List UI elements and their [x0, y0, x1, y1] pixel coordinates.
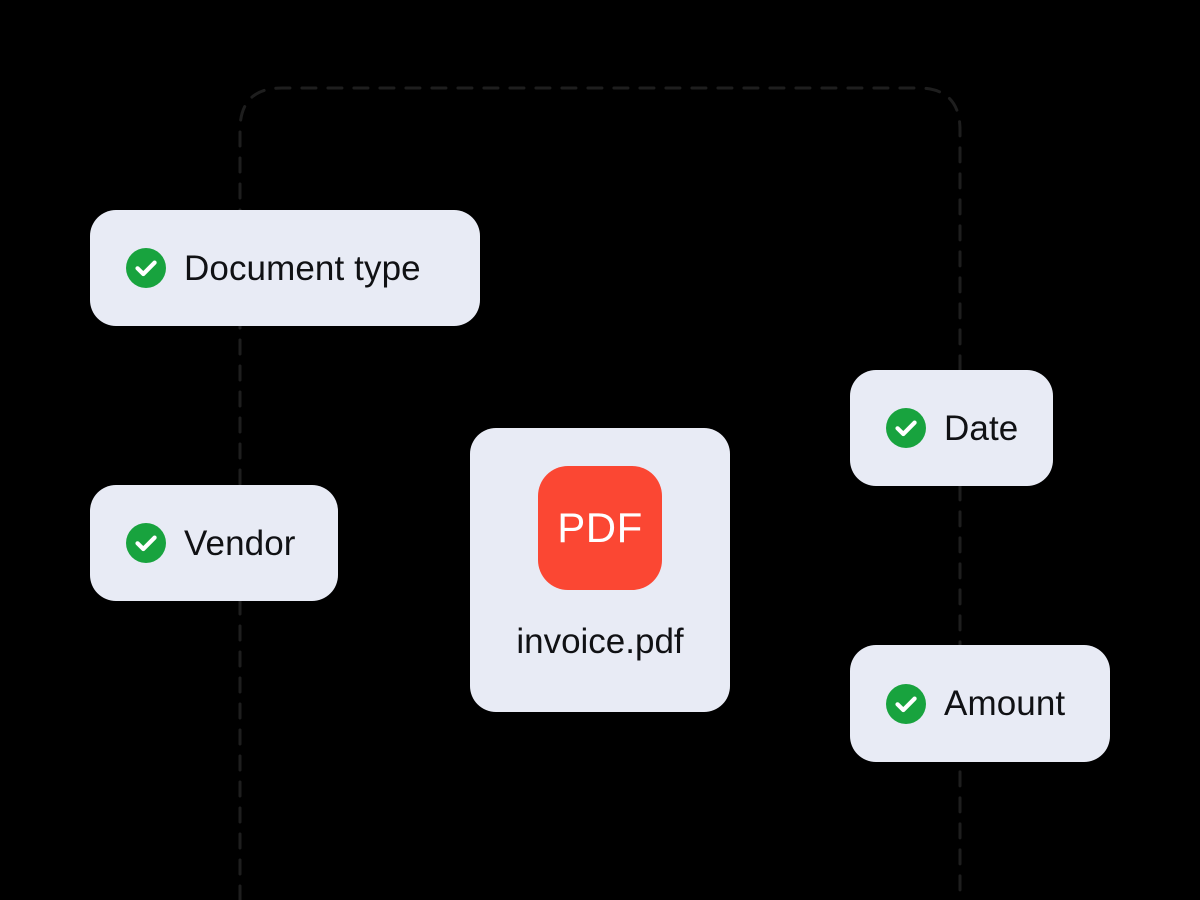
file-card[interactable]: PDF invoice.pdf [470, 428, 730, 712]
field-pill-date[interactable]: Date [850, 370, 1053, 486]
field-pill-vendor[interactable]: Vendor [90, 485, 338, 601]
check-circle-icon [886, 408, 926, 448]
field-pill-amount[interactable]: Amount [850, 645, 1110, 762]
field-pill-label: Date [944, 408, 1019, 448]
pdf-badge-label: PDF [557, 504, 643, 551]
field-pill-label: Amount [944, 684, 1066, 723]
check-circle-icon [126, 248, 166, 288]
field-pill-label: Document type [184, 248, 421, 288]
pdf-file-icon: PDF [538, 466, 662, 590]
check-circle-icon [126, 523, 166, 563]
field-pill-document-type[interactable]: Document type [90, 210, 480, 326]
field-pill-label: Vendor [184, 523, 296, 563]
check-circle-icon [886, 683, 926, 724]
file-name-label: invoice.pdf [516, 622, 684, 661]
